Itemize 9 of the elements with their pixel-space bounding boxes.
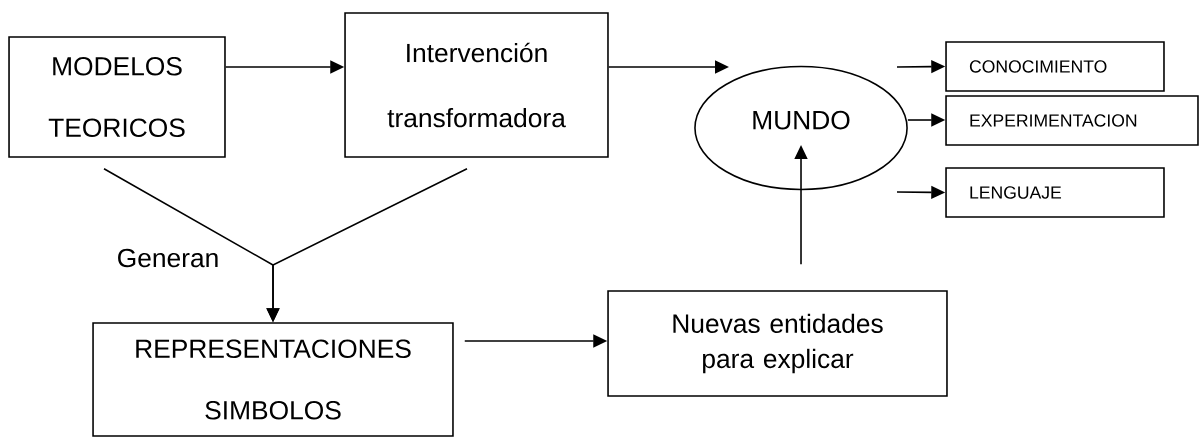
ellipse-node: MUNDO <box>694 65 908 191</box>
process-box: LENGUAJE <box>945 167 1165 218</box>
process-box: EXPERIMENTACION <box>945 95 1199 146</box>
text-label: Generan <box>118 248 218 268</box>
process-box: Nuevas entidades para explicar <box>607 290 948 397</box>
process-box: REPRESENTACIONES SIMBOLOS <box>92 322 454 437</box>
process-box: CONOCIMIENTO <box>945 41 1165 92</box>
process-box: Intervención transformadora <box>344 12 609 158</box>
process-box: MODELOS TEORICOS <box>8 36 226 158</box>
